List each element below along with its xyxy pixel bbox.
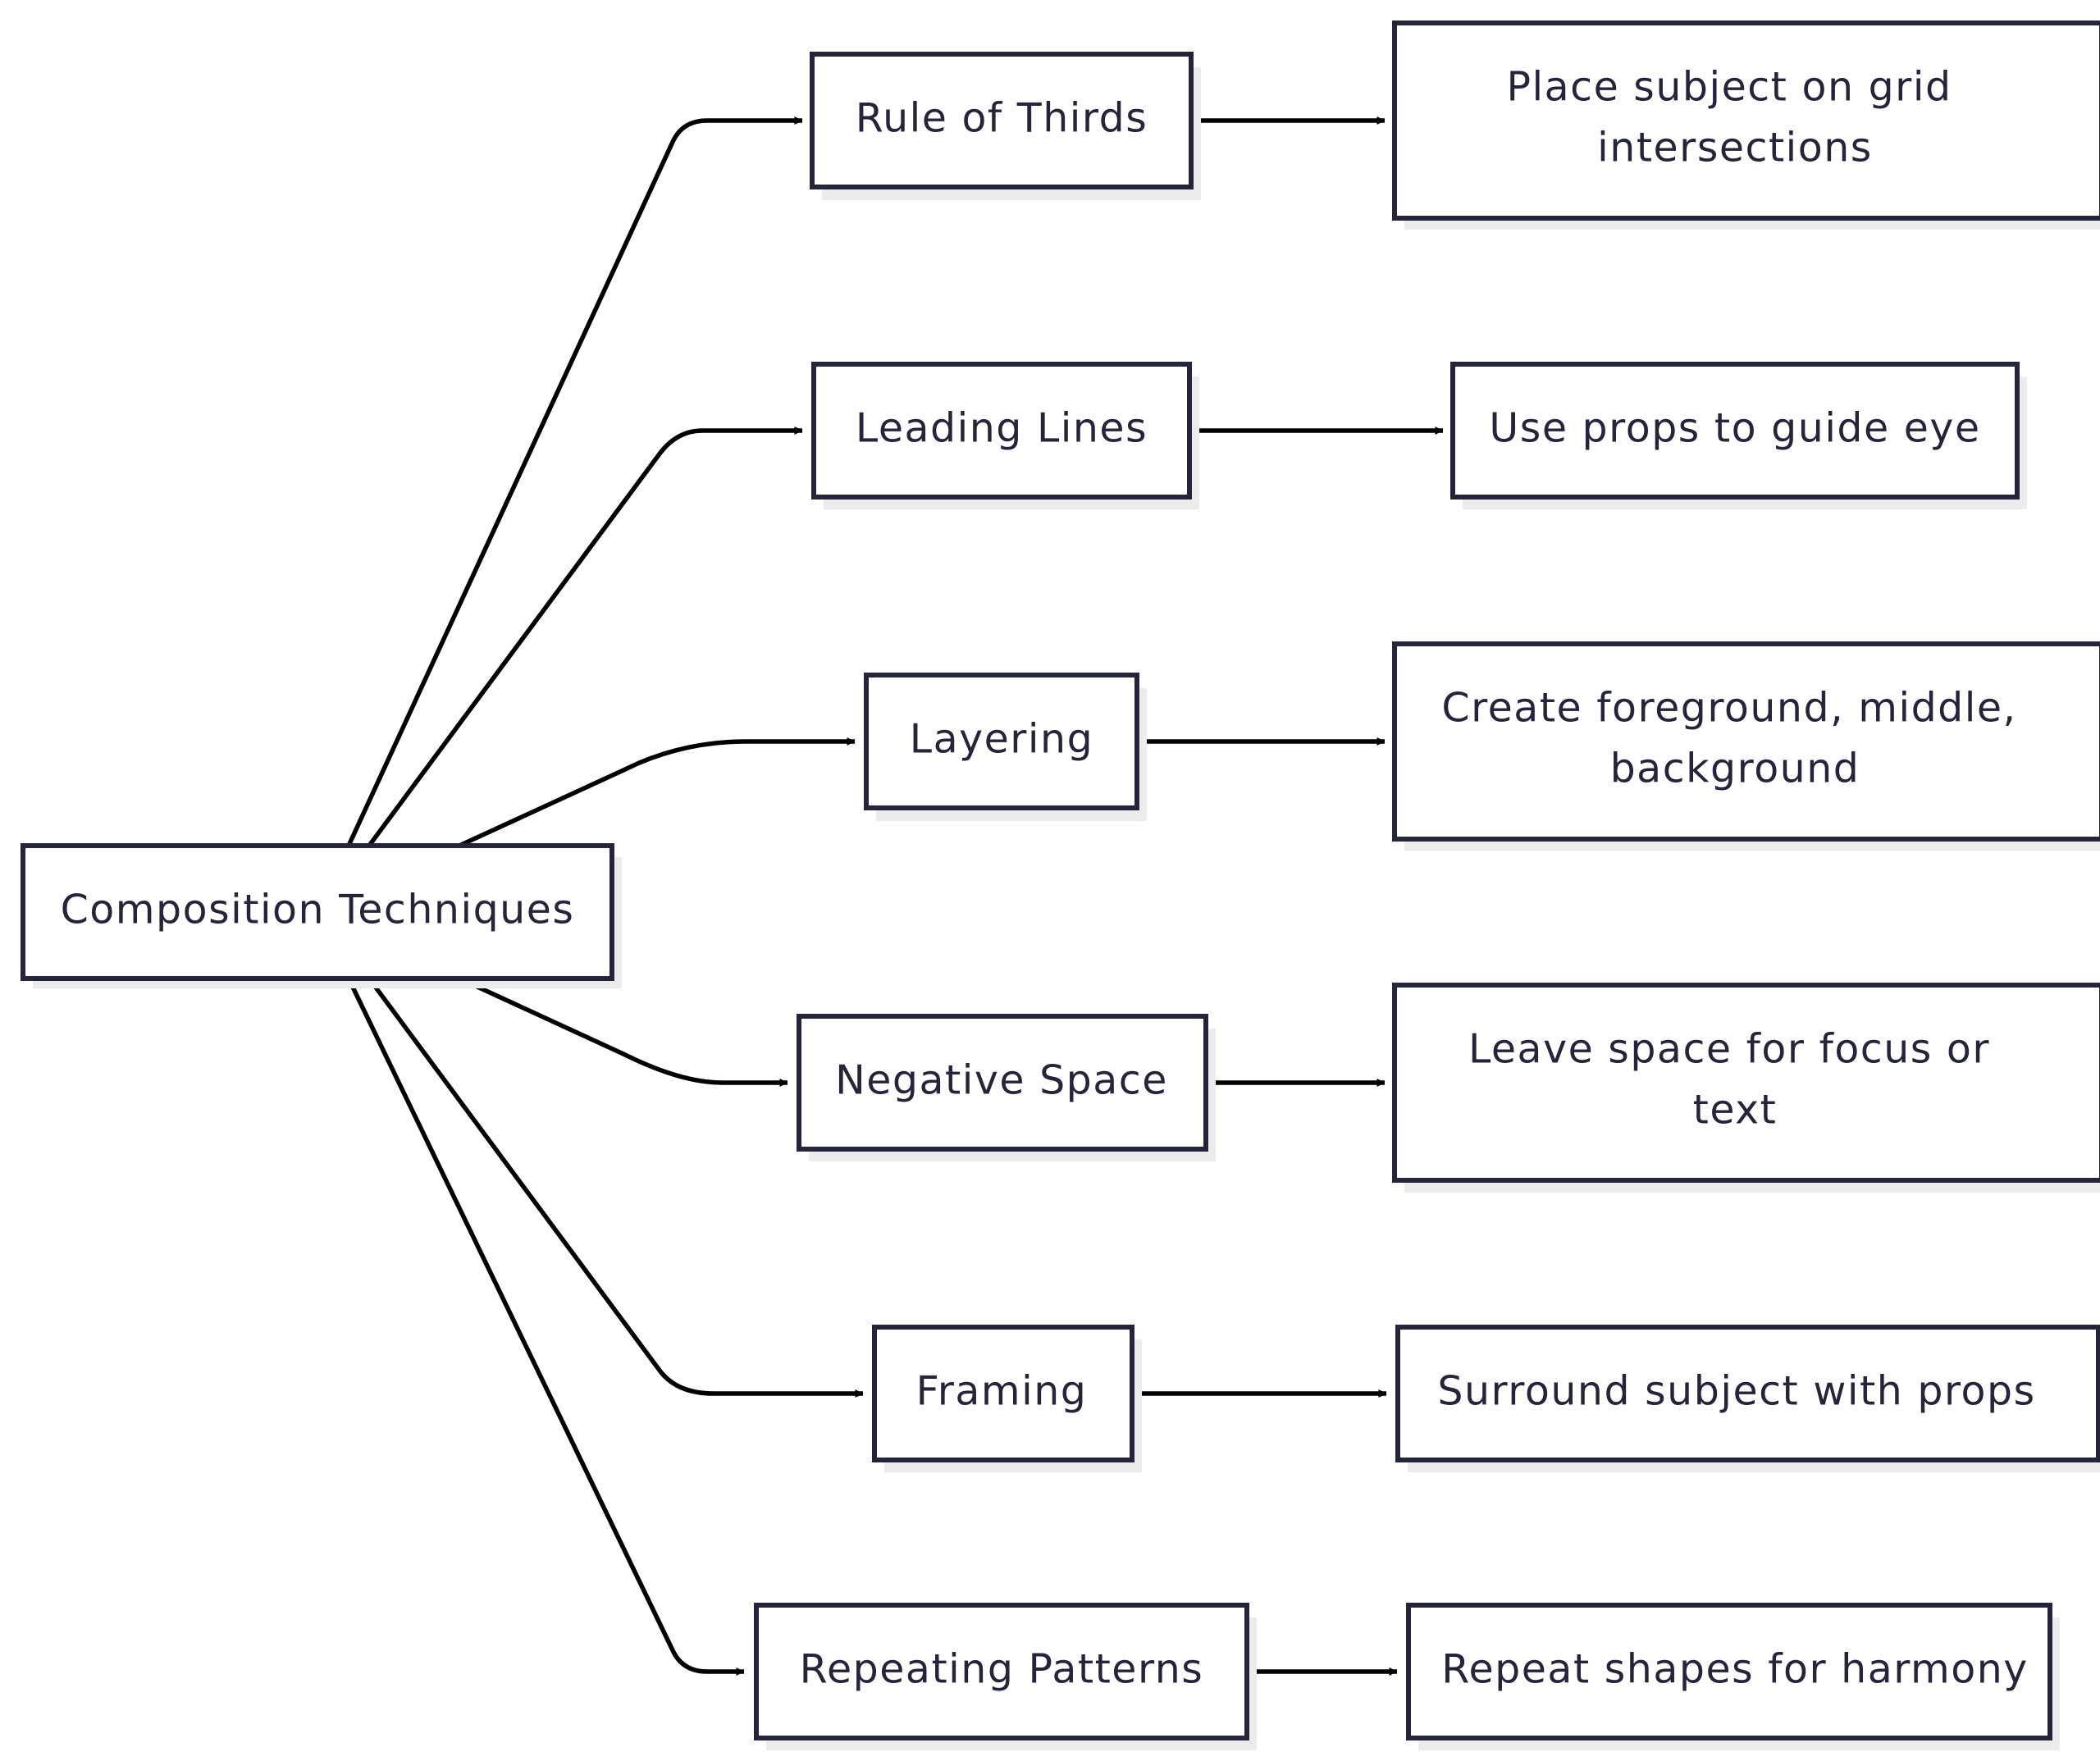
technique-node-repeating-patterns[interactable]: Repeating Patterns [754, 1603, 1257, 1750]
technique-node-layering[interactable]: Layering [864, 673, 1147, 821]
tip-node-leading-lines[interactable]: Use props to guide eye [1450, 362, 2027, 509]
technique-label: Leading Lines [856, 405, 1148, 452]
technique-node-framing[interactable]: Framing [872, 1325, 1142, 1472]
tip-label-line-2: text [1693, 1087, 1778, 1134]
technique-node-leading-lines[interactable]: Leading Lines [811, 362, 1199, 509]
edge-root-to-technique-6 [346, 977, 745, 1676]
tip-label-line-1: Leave space for focus or [1468, 1026, 1990, 1073]
tip-label-line-1: Repeat shapes for harmony [1441, 1646, 2029, 1693]
technique-label: Rule of Thirds [856, 95, 1148, 142]
technique-label: Layering [910, 716, 1093, 763]
tip-node-rule-of-thirds[interactable]: Place subject on grid intersections [1392, 21, 2100, 230]
tip-label-line-1: Use props to guide eye [1489, 405, 1980, 452]
technique-label: Negative Space [835, 1057, 1168, 1104]
edge-root-to-technique-4 [458, 976, 788, 1087]
tip-node-framing[interactable]: Surround subject with props [1395, 1325, 2100, 1472]
tip-node-negative-space[interactable]: Leave space for focus or text [1392, 983, 2100, 1193]
tip-node-repeating-patterns[interactable]: Repeat shapes for harmony [1406, 1603, 2060, 1750]
edge-root-to-technique-5 [367, 977, 864, 1398]
tip-label-line-1: Surround subject with props [1437, 1368, 2035, 1415]
root-node-label: Composition Techniques [61, 887, 575, 933]
edge-root-to-technique-1 [346, 116, 803, 847]
tip-label-line-1: Place subject on grid [1506, 64, 1952, 111]
root-edges [346, 116, 864, 1676]
technique-label: Framing [916, 1368, 1088, 1415]
technique-node-negative-space[interactable]: Negative Space [797, 1014, 1216, 1161]
tip-label-line-2: background [1610, 746, 1860, 792]
edge-root-to-technique-2 [367, 427, 803, 847]
technique-label: Repeating Patterns [800, 1646, 1204, 1693]
technique-node-rule-of-thirds[interactable]: Rule of Thirds [810, 52, 1201, 200]
edge-root-to-technique-3 [458, 737, 856, 848]
root-node-box [21, 843, 614, 981]
tip-edges [1132, 116, 1444, 1676]
root-node[interactable]: Composition Techniques [21, 843, 622, 988]
tip-node-layering[interactable]: Create foreground, middle, background [1392, 641, 2100, 851]
tip-label-line-1: Create foreground, middle, [1441, 685, 2016, 732]
tip-label-line-2: intersections [1597, 125, 1873, 171]
